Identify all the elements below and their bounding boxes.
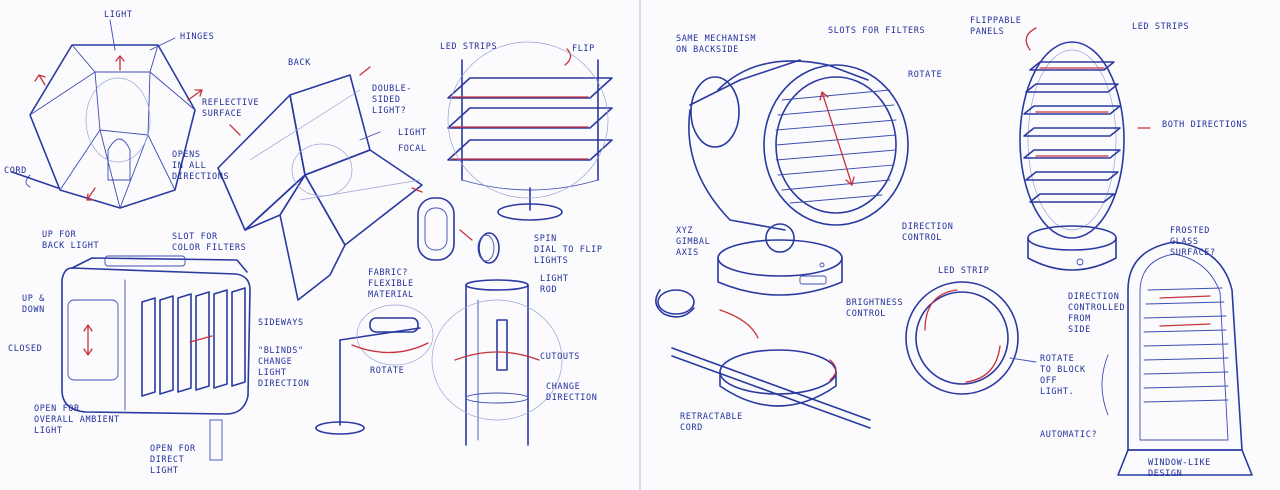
label-double-sided-light: DOUBLE- SIDED LIGHT? bbox=[372, 84, 412, 117]
label-closed: CLOSED bbox=[8, 344, 42, 355]
label-frosted-glass: FROSTED GLASS SURFACE? bbox=[1170, 226, 1216, 259]
label-xyz-gimbal: XYZ GIMBAL AXIS bbox=[676, 226, 710, 259]
label-led-strip-3: LED STRIP bbox=[938, 266, 989, 277]
label-up-for-back-light: UP FOR BACK LIGHT bbox=[42, 230, 99, 252]
label-light-2: LIGHT bbox=[398, 128, 427, 139]
flip-panel-group bbox=[1024, 62, 1120, 202]
label-slot-color-filters: SLOT FOR COLOR FILTERS bbox=[172, 232, 246, 254]
label-both-directions: BOTH DIRECTIONS bbox=[1162, 120, 1248, 131]
label-fabric-flexible: FABRIC? FLEXIBLE MATERIAL bbox=[368, 268, 414, 301]
label-hinges: HINGES bbox=[180, 32, 214, 43]
label-cord: CORD bbox=[4, 166, 27, 177]
label-led-strips-1: LED STRIPS bbox=[440, 42, 497, 53]
label-slots-for-filters: SLOTS FOR FILTERS bbox=[828, 26, 925, 37]
retractable-cord-sketch bbox=[656, 290, 870, 428]
label-same-mechanism: SAME MECHANISM ON BACKSIDE bbox=[676, 34, 756, 56]
cylinder-spotlight-sketch bbox=[689, 60, 908, 295]
label-flippable-panels: FLIPPABLE PANELS bbox=[970, 16, 1021, 38]
label-direction-control: DIRECTION CONTROL bbox=[902, 222, 953, 244]
flippable-panels-lamp-sketch bbox=[1020, 28, 1150, 270]
window-frosted-lamp-sketch bbox=[1102, 242, 1252, 475]
label-direction-from-side: DIRECTION CONTROLLED FROM SIDE bbox=[1068, 292, 1125, 336]
led-strip-flip-lamp-sketch bbox=[448, 42, 612, 220]
label-blinds-change-direction: "BLINDS" CHANGE LIGHT DIRECTION bbox=[258, 346, 309, 390]
label-spin-dial: SPIN DIAL TO FLIP LIGHTS bbox=[534, 234, 603, 267]
label-led-strips-2: LED STRIPS bbox=[1132, 22, 1189, 33]
label-brightness-control: BRIGHTNESS CONTROL bbox=[846, 298, 903, 320]
label-rotate-2: ROTATE bbox=[908, 70, 942, 81]
label-sideways: SIDEWAYS bbox=[258, 318, 304, 329]
spin-dial-sketch bbox=[418, 198, 499, 263]
label-change-direction: CHANGE DIRECTION bbox=[546, 382, 597, 404]
label-light: LIGHT bbox=[104, 10, 133, 21]
label-open-direct-light: OPEN FOR DIRECT LIGHT bbox=[150, 444, 196, 477]
label-cutouts: CUTOUTS bbox=[540, 352, 580, 363]
label-open-overall-ambient: OPEN FOR OVERALL AMBIENT LIGHT bbox=[34, 404, 120, 437]
label-flip: FLIP bbox=[572, 44, 595, 55]
label-automatic: AUTOMATIC? bbox=[1040, 430, 1097, 441]
label-retractable-cord: RETRACTABLE CORD bbox=[680, 412, 743, 434]
label-up-down: UP & DOWN bbox=[22, 294, 45, 316]
label-rotate-block-light: ROTATE TO BLOCK OFF LIGHT. bbox=[1040, 354, 1086, 398]
label-focal: FOCAL bbox=[398, 144, 427, 155]
label-light-rod: LIGHT ROD bbox=[540, 274, 569, 296]
blinds-slats bbox=[142, 288, 245, 396]
window-slats bbox=[1144, 288, 1228, 402]
label-reflective-surface: REFLECTIVE SURFACE bbox=[202, 98, 259, 120]
label-rotate-1: ROTATE bbox=[370, 366, 404, 377]
ring-led-sketch bbox=[906, 282, 1036, 394]
label-back: BACK bbox=[288, 58, 311, 69]
label-window-like-design: WINDOW-LIKE DESIGN bbox=[1148, 458, 1211, 480]
label-opens-all-directions: OPENS IN ALL DIRECTIONS bbox=[172, 150, 229, 183]
spotlight-slats bbox=[776, 90, 896, 203]
